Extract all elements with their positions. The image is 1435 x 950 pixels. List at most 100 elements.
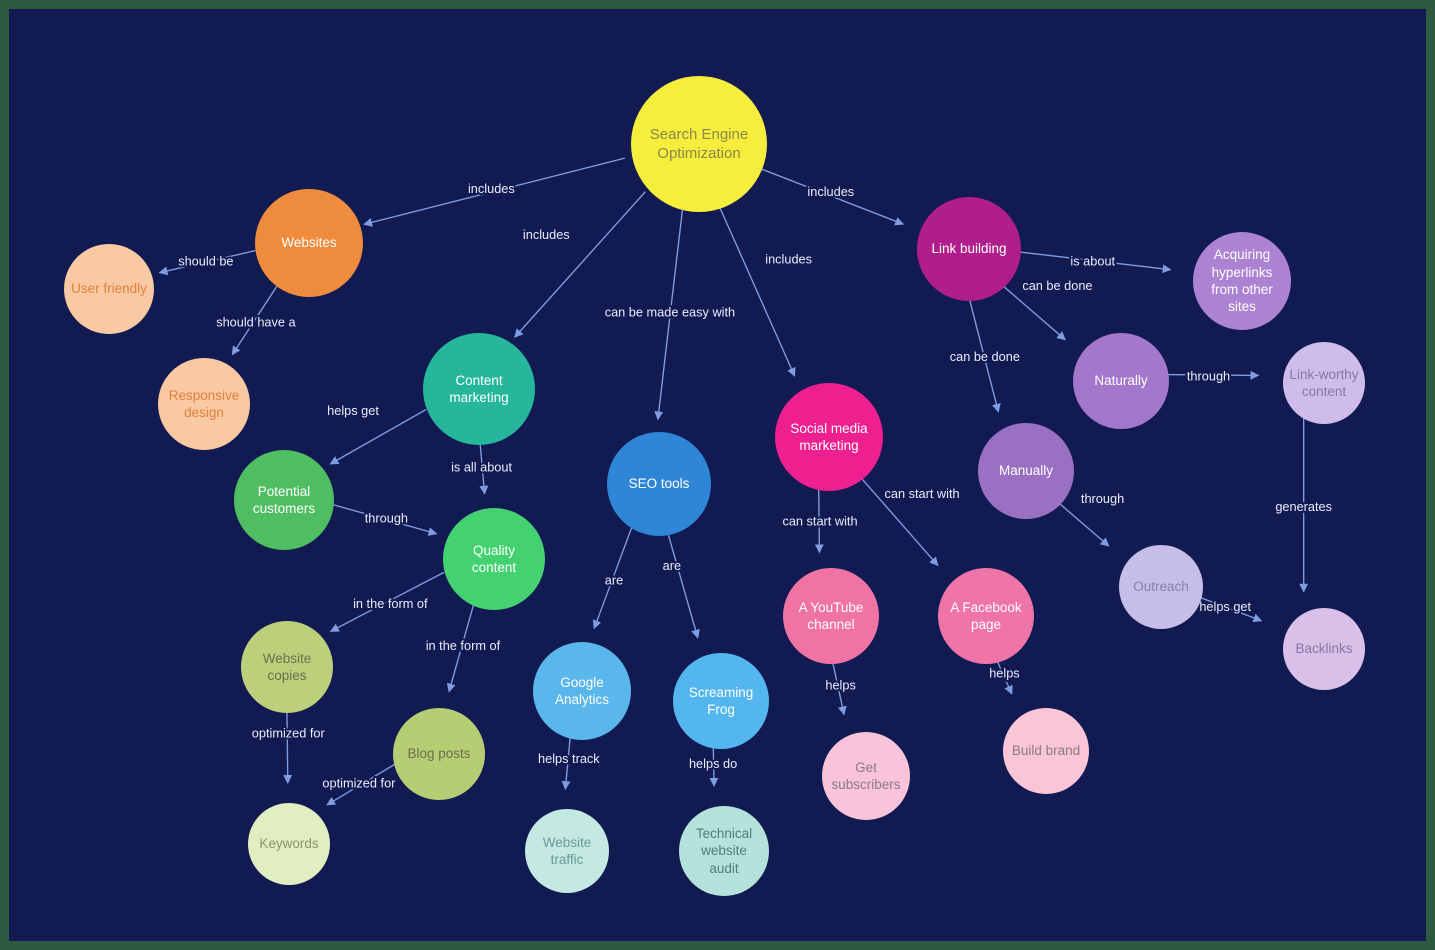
node-seo[interactable]: Search Engine Optimization: [631, 76, 767, 212]
edge-label-google-analytics-to-website-traffic: helps track: [538, 751, 600, 766]
node-blog-posts[interactable]: Blog posts: [393, 708, 485, 800]
node-label: Responsive design: [168, 387, 240, 420]
edge-content-marketing-to-quality-content: [478, 437, 489, 495]
node-label: Acquiring hyperlinks from other sites: [1211, 247, 1273, 315]
node-websites[interactable]: Websites: [255, 189, 363, 297]
edge-seo-to-social-media-marketing: [717, 203, 796, 377]
node-label: Google Analytics: [554, 674, 609, 707]
node-label: Link-worthy content: [1289, 366, 1359, 399]
node-youtube-channel[interactable]: A YouTube channel: [783, 568, 879, 664]
node-link-worthy-content[interactable]: Link-worthy content: [1283, 342, 1365, 424]
edge-label-youtube-channel-to-get-subscribers: helps: [825, 677, 855, 692]
edge-label-seo-tools-to-screaming-frog: are: [663, 558, 681, 573]
node-label: Get subscribers: [831, 759, 901, 792]
node-label: A YouTube channel: [798, 599, 864, 632]
edge-label-social-media-marketing-to-youtube-channel: can start with: [782, 514, 857, 529]
node-backlinks[interactable]: Backlinks: [1283, 608, 1365, 690]
node-naturally[interactable]: Naturally: [1073, 333, 1169, 429]
edge-seo-tools-to-google-analytics: [592, 523, 634, 630]
edge-label-naturally-to-link-worthy-content: through: [1187, 368, 1230, 383]
edge-label-websites-to-responsive-design: should have a: [216, 314, 296, 329]
node-responsive-design[interactable]: Responsive design: [158, 358, 250, 450]
node-technical-website-audit[interactable]: Technical website audit: [679, 806, 769, 896]
node-user-friendly[interactable]: User friendly: [64, 244, 154, 334]
edge-content-marketing-to-potential-customers: [329, 408, 427, 465]
edge-website-copies-to-keywords: [283, 700, 293, 784]
node-screaming-frog[interactable]: Screaming Frog: [673, 653, 769, 749]
edge-websites-to-responsive-design: [231, 283, 280, 356]
edge-label-link-building-to-acquiring-hyperlinks: is about: [1070, 254, 1115, 269]
edge-label-content-marketing-to-potential-customers: helps get: [327, 403, 379, 418]
node-acquiring-hyperlinks[interactable]: Acquiring hyperlinks from other sites: [1193, 232, 1291, 330]
edge-naturally-to-link-worthy-content: [1152, 370, 1260, 380]
node-label: Potential customers: [252, 483, 316, 516]
node-seo-tools[interactable]: SEO tools: [607, 432, 711, 536]
edge-label-facebook-page-to-build-brand: helps: [989, 666, 1019, 681]
node-build-brand[interactable]: Build brand: [1003, 708, 1089, 794]
edge-label-seo-to-seo-tools: can be made easy with: [605, 305, 735, 320]
node-label: Social media marketing: [790, 420, 868, 453]
edge-label-seo-to-websites: includes: [468, 181, 515, 196]
node-social-media-marketing[interactable]: Social media marketing: [775, 383, 883, 491]
node-google-analytics[interactable]: Google Analytics: [533, 642, 631, 740]
edge-blog-posts-to-keywords: [326, 763, 397, 806]
edge-label-outreach-to-backlinks: helps get: [1199, 599, 1251, 614]
edge-label-website-copies-to-keywords: optimized for: [252, 726, 326, 741]
edge-label-link-building-to-manually: can be done: [950, 349, 1020, 364]
edge-label-quality-content-to-blog-posts: in the form of: [426, 638, 501, 653]
edge-label-seo-tools-to-google-analytics: are: [605, 572, 623, 587]
node-label: Link building: [931, 241, 1007, 257]
node-potential-customers[interactable]: Potential customers: [234, 450, 334, 550]
edge-label-link-building-to-naturally: can be done: [1022, 278, 1092, 293]
node-label: Naturally: [1094, 373, 1148, 389]
node-label: Content marketing: [449, 372, 509, 405]
edge-seo-to-content-marketing: [514, 191, 646, 338]
node-website-copies[interactable]: Website copies: [241, 621, 333, 713]
node-label: Build brand: [1011, 743, 1081, 759]
edge-label-potential-customers-to-quality-content: through: [365, 511, 408, 526]
edge-seo-to-link-building: [753, 165, 905, 226]
node-label: Keywords: [259, 836, 319, 852]
edge-seo-to-websites: [363, 157, 626, 227]
node-outreach[interactable]: Outreach: [1119, 545, 1203, 629]
node-get-subscribers[interactable]: Get subscribers: [822, 732, 910, 820]
edge-potential-customers-to-quality-content: [331, 503, 438, 536]
node-label: Outreach: [1133, 579, 1189, 595]
node-label: Backlinks: [1295, 641, 1353, 657]
edge-seo-tools-to-screaming-frog: [664, 524, 700, 639]
node-link-building[interactable]: Link building: [917, 197, 1021, 301]
edge-seo-to-seo-tools: [654, 208, 684, 421]
edge-quality-content-to-website-copies: [329, 571, 445, 632]
edge-social-media-marketing-to-youtube-channel: [814, 482, 824, 554]
edge-link-building-to-manually: [967, 294, 1001, 413]
node-label: Search Engine Optimization: [649, 125, 749, 162]
node-facebook-page[interactable]: A Facebook page: [938, 568, 1034, 664]
edges-layer: includes includes can be made easy with inc…: [158, 157, 1334, 806]
edge-label-seo-to-link-building: includes: [807, 184, 854, 199]
edge-label-blog-posts-to-keywords: optimized for: [322, 776, 396, 791]
edge-websites-to-user-friendly: [158, 249, 256, 276]
node-quality-content[interactable]: Quality content: [443, 508, 545, 610]
edge-label-websites-to-user-friendly: should be: [178, 254, 233, 269]
node-label: Website traffic: [542, 834, 592, 867]
node-content-marketing[interactable]: Content marketing: [423, 333, 535, 445]
edge-label-screaming-frog-to-technical-website-audit: helps do: [689, 756, 737, 771]
edge-label-seo-to-content-marketing: includes: [523, 227, 570, 242]
node-label: A Facebook page: [950, 599, 1022, 632]
edge-link-building-to-acquiring-hyperlinks: [1006, 249, 1172, 274]
edge-label-content-marketing-to-quality-content: is all about: [451, 460, 512, 475]
edge-label-manually-to-outreach: through: [1081, 491, 1124, 506]
edge-social-media-marketing-to-facebook-page: [853, 468, 939, 567]
node-label: Quality content: [471, 542, 517, 575]
node-keywords[interactable]: Keywords: [248, 803, 330, 885]
node-label: Websites: [281, 235, 337, 251]
edge-quality-content-to-blog-posts: [446, 597, 477, 693]
node-label: Manually: [998, 463, 1053, 479]
edge-link-building-to-naturally: [994, 278, 1066, 341]
node-label: Blog posts: [407, 746, 471, 762]
edge-label-social-media-marketing-to-facebook-page: can start with: [884, 486, 959, 501]
node-manually[interactable]: Manually: [978, 423, 1074, 519]
node-website-traffic[interactable]: Website traffic: [525, 809, 609, 893]
node-label: Technical website audit: [695, 826, 753, 876]
